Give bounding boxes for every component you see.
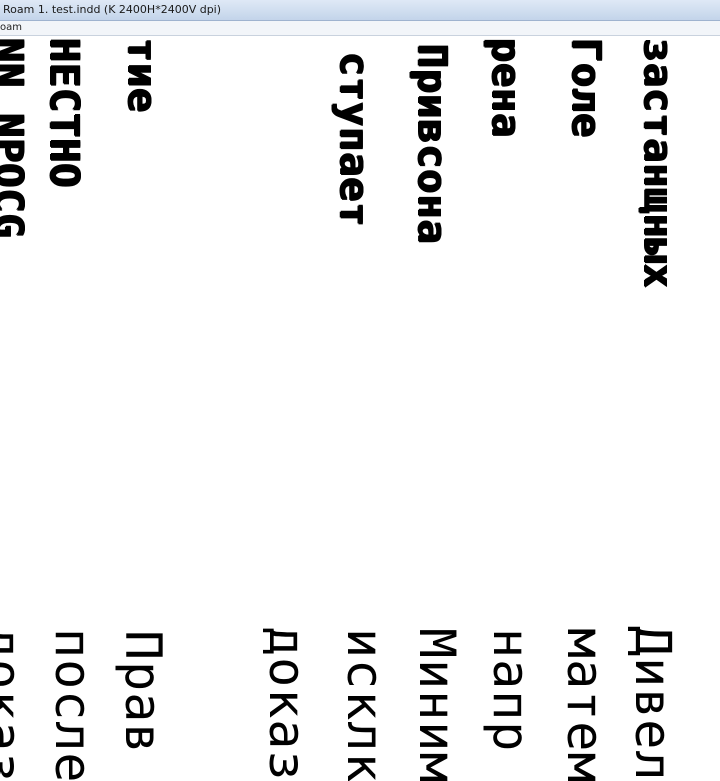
lower-word-1: доказ <box>0 628 32 781</box>
lower-word-9: Дивел <box>624 626 682 781</box>
upper-word-1: NN NPOCG <box>0 38 31 239</box>
lower-word-6: Миним <box>408 628 466 781</box>
lower-word-2: после <box>44 628 102 781</box>
lower-word-8: матем <box>556 628 614 781</box>
document-tab-strip: oam <box>0 21 720 36</box>
lower-word-4: доказ <box>258 626 316 781</box>
upper-word-6: рена <box>483 38 529 139</box>
lower-word-5: исклк <box>336 628 394 781</box>
lower-word-7: напр <box>482 628 540 753</box>
document-tab[interactable]: oam <box>0 22 22 33</box>
window-title: Roam 1. test.indd (K 2400H*2400V dpi) <box>3 3 222 16</box>
upper-word-8: застанщных <box>635 38 681 289</box>
upper-word-4: ступает <box>331 52 377 228</box>
upper-word-2: НЕСТНО <box>41 38 87 189</box>
upper-word-5: Привсона <box>409 44 455 245</box>
window-title-bar: Roam 1. test.indd (K 2400H*2400V dpi) <box>0 0 720 21</box>
upper-word-3: тие <box>119 38 165 114</box>
document-canvas[interactable]: NN NPOCG НЕСТНО тие ступает Привсона рен… <box>0 36 720 781</box>
lower-word-3: Прав <box>114 630 172 755</box>
upper-word-7: Голе <box>563 38 609 139</box>
